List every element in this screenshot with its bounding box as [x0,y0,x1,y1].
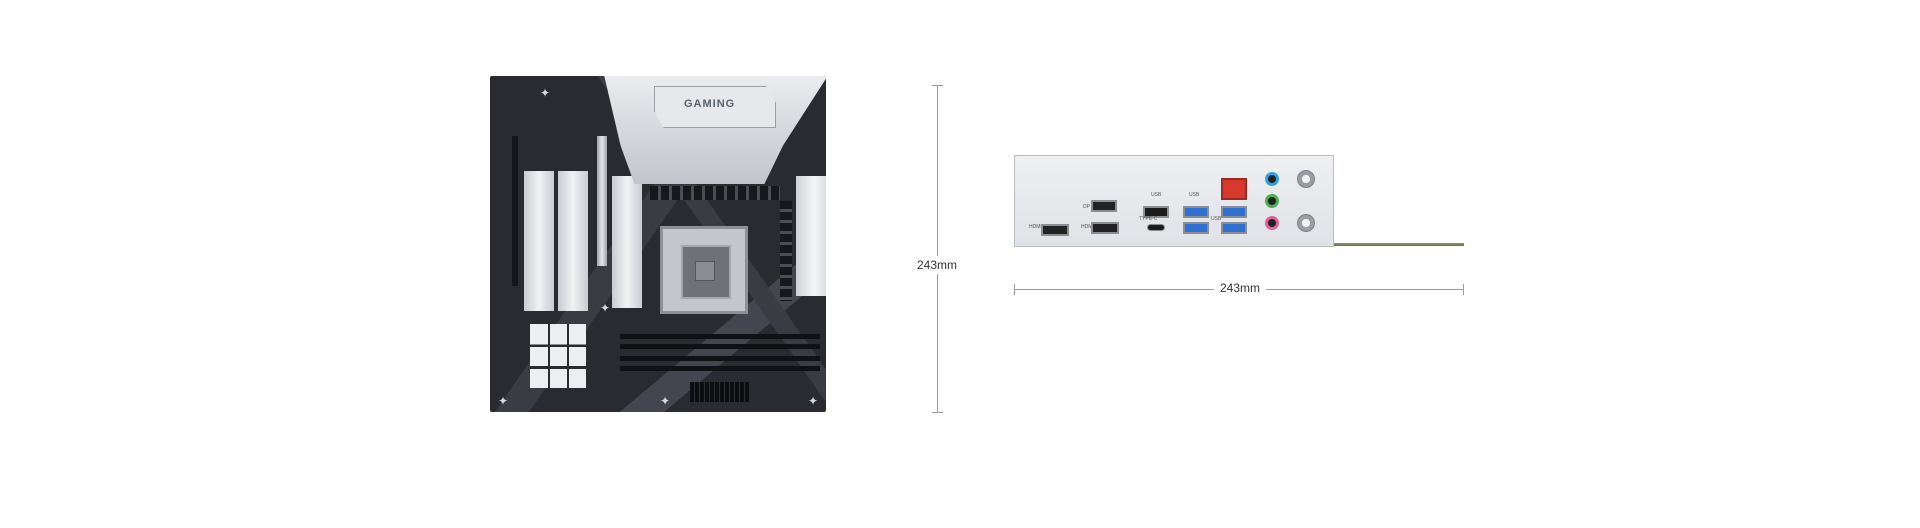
dimension-tick [1014,284,1015,295]
heatsink-brand-label: GAMING [684,98,736,110]
io-label: HDMI [1081,224,1094,230]
pcie-x16-slot [597,136,607,266]
io-shield-edge [1334,243,1464,246]
dimm-slot [620,366,820,371]
m2-heatsink [524,171,554,311]
audio-mic-jack [1265,216,1279,230]
power-chokes [650,186,780,200]
star-icon: ✦ [660,394,671,408]
chipset-heatsink [530,324,586,388]
io-label: HDMI [1029,224,1042,230]
cpu-socket [660,226,748,314]
star-icon: ✦ [600,301,611,315]
dimension-tick [1463,284,1464,295]
displayport [1091,200,1117,212]
io-label: USB [1151,192,1162,198]
vrm-heatsink-right [796,176,826,296]
io-label: USB [1211,216,1222,222]
hdmi-port [1041,224,1069,236]
ethernet-port [1221,178,1247,200]
pcie-x1-slot [512,136,518,286]
usb3-port [1221,206,1247,218]
usb3-port [1221,222,1247,234]
io-shield-image: HDMI DP HDMI USB TYPE-C USB USB [1014,155,1334,247]
motherboard-image: GAMING ✦ ✦ ✦ ✦ ✦ [490,76,826,412]
io-label: DP [1083,204,1090,210]
atx-power-connector [690,382,750,402]
dimm-slot [620,356,820,361]
audio-line-in-jack [1265,172,1279,186]
heatsink-plate [654,86,776,128]
io-label: TYPE-C [1139,216,1158,222]
dimension-tick [932,412,943,413]
dimm-slot [620,344,820,349]
usb-c-port [1147,224,1165,231]
usb3-port [1183,222,1209,234]
io-label: USB [1189,192,1200,198]
star-icon: ✦ [498,394,509,408]
m2-heatsink [612,176,642,308]
hdmi-port [1091,222,1119,234]
star-icon: ✦ [808,394,819,408]
dimm-slot [620,334,820,339]
height-dimension-label: 243mm [915,256,959,274]
power-chokes [780,201,792,301]
socket-die [681,245,731,299]
audio-line-out-jack [1265,194,1279,208]
width-dimension-label: 243mm [1214,281,1266,295]
usb-port [1143,206,1169,218]
dimension-tick [932,85,943,86]
star-icon: ✦ [540,86,551,100]
wifi-antenna-connector [1297,214,1315,232]
height-dimension-line [937,85,938,413]
wifi-antenna-connector [1297,170,1315,188]
usb3-port [1183,206,1209,218]
m2-heatsink [558,171,588,311]
